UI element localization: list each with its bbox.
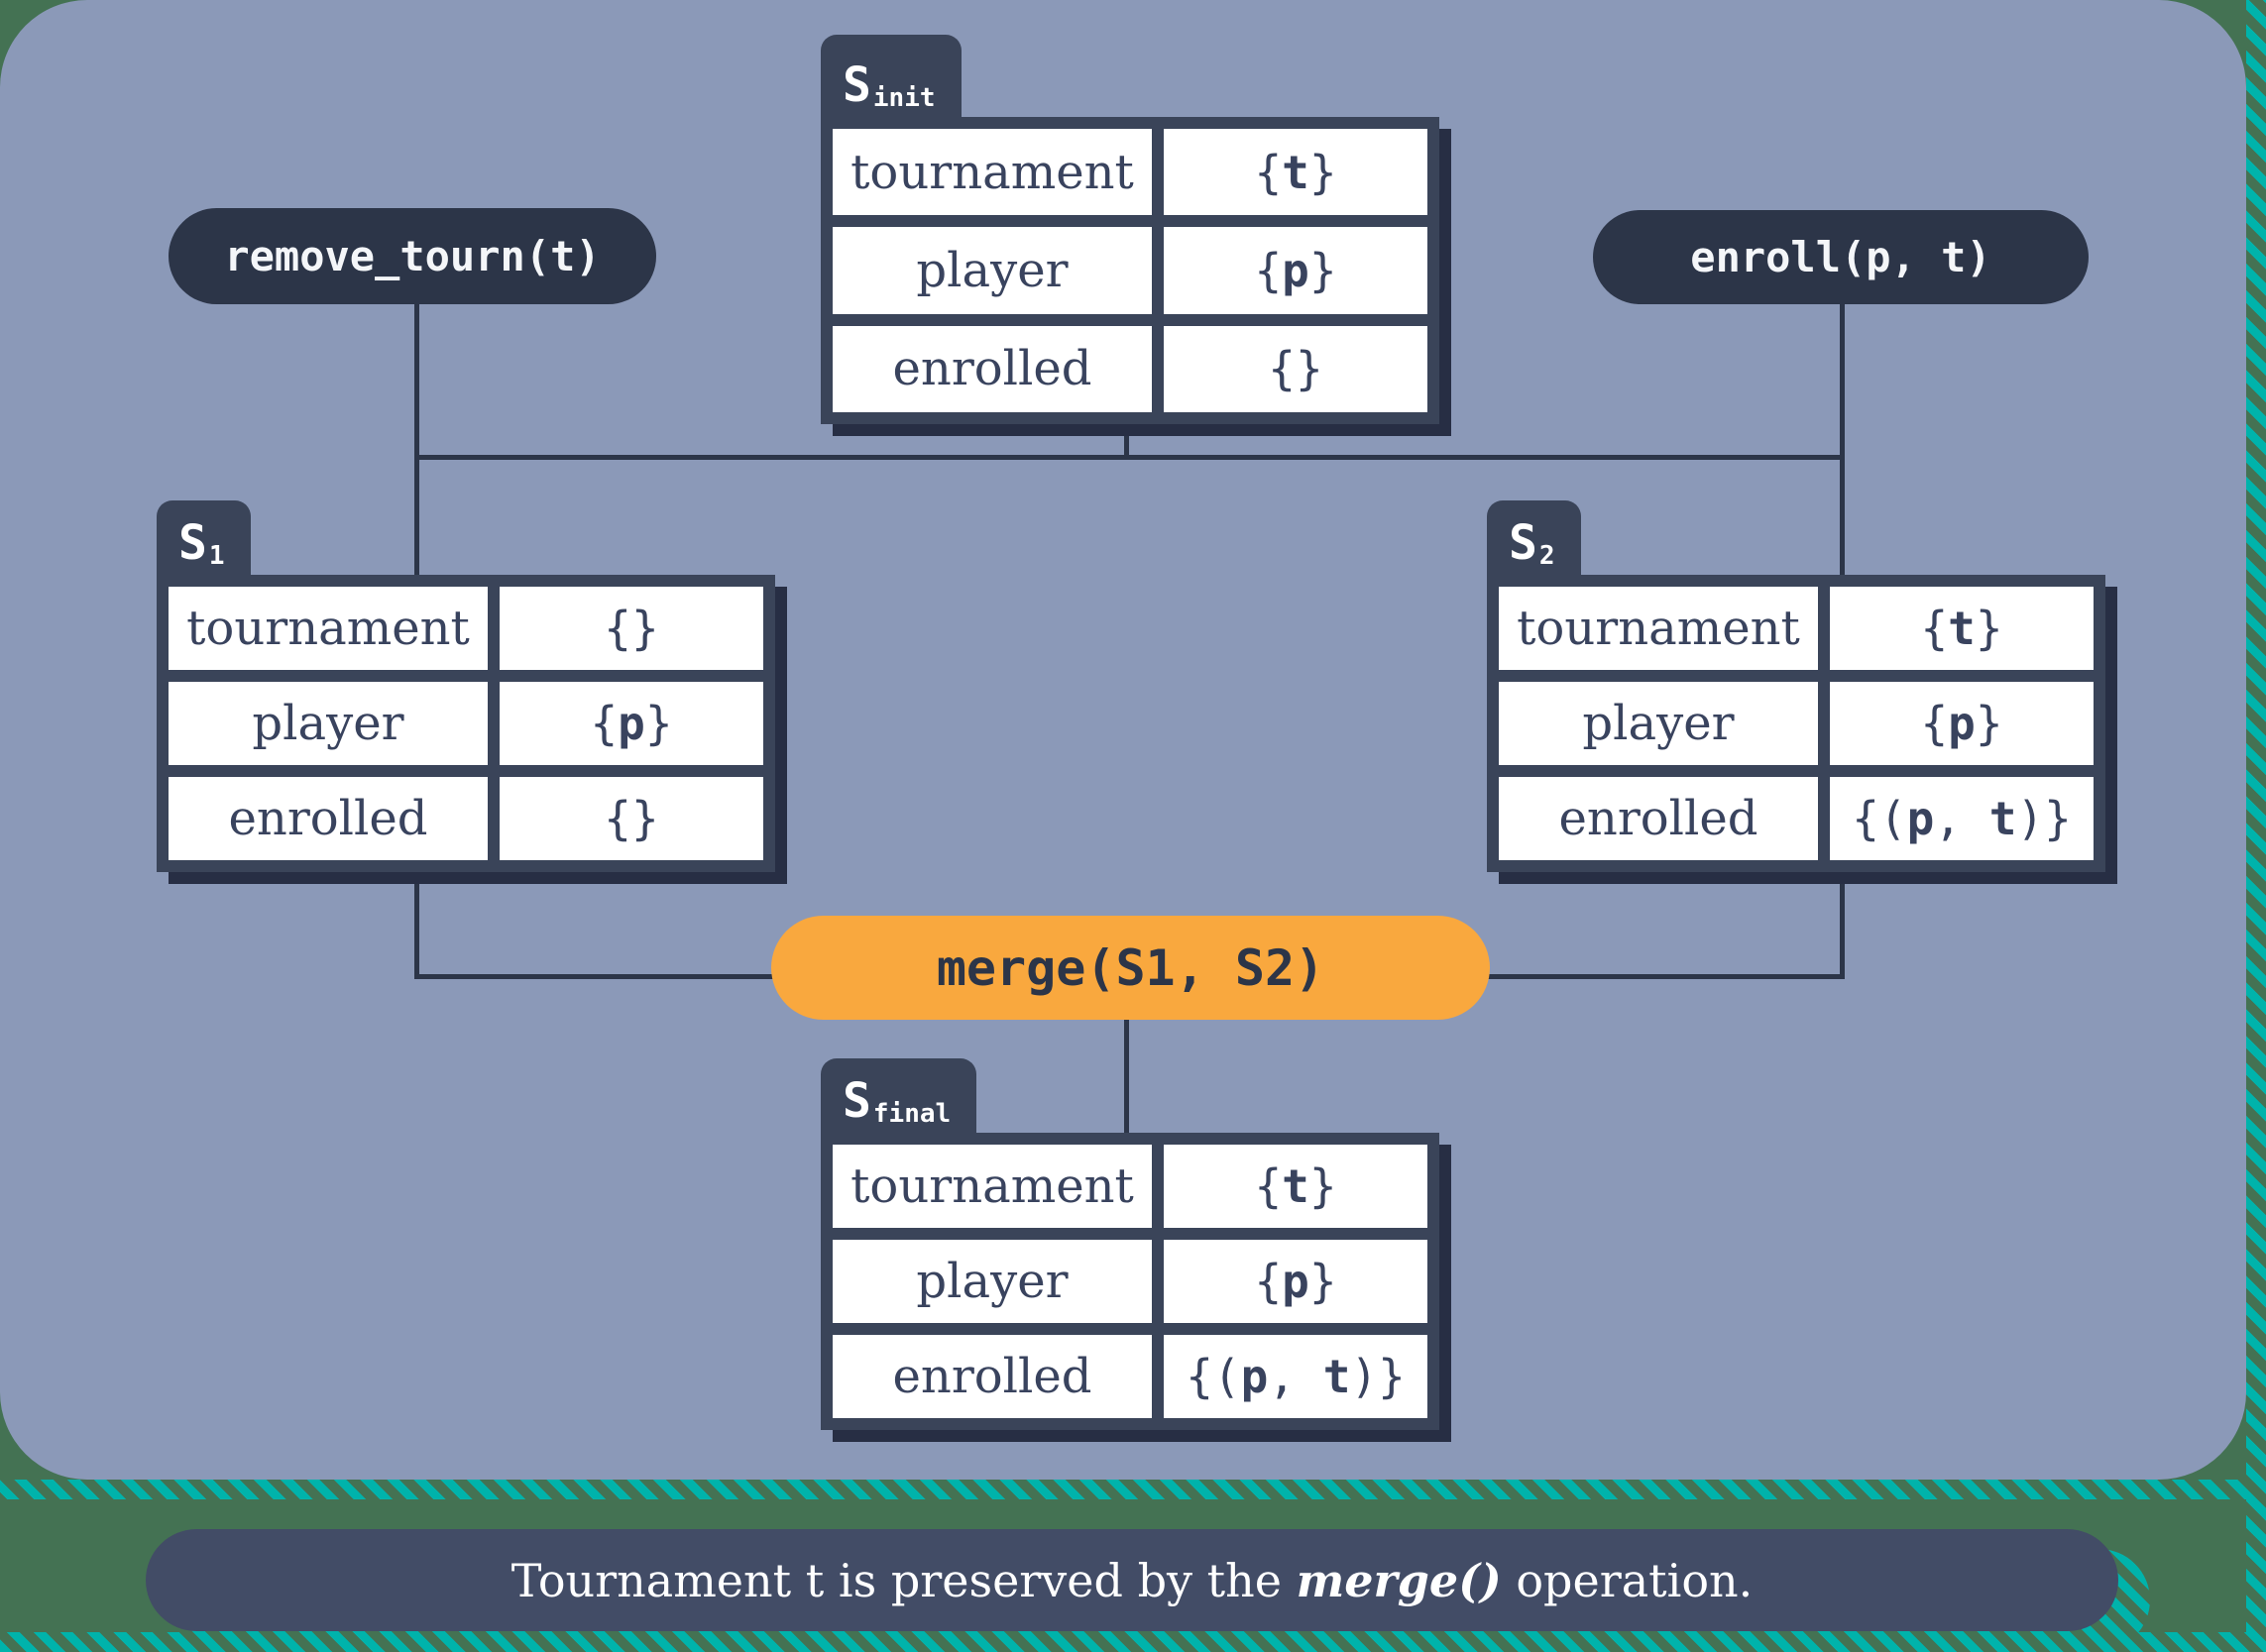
table-row-value: {t} — [1164, 1145, 1427, 1228]
table-row-value: {} — [500, 777, 763, 860]
s1-tab-subscript: 1 — [208, 541, 225, 571]
table-row-label: tournament — [833, 129, 1152, 216]
text-segment: } — [1308, 1255, 1337, 1308]
caption-bar: Tournament t is preserved by the merge()… — [146, 1529, 2118, 1631]
text-segment: { — [1254, 1255, 1283, 1308]
text-segment: {( — [1186, 1350, 1241, 1403]
text-segment: } — [1975, 602, 2003, 655]
text-segment: {} — [604, 602, 659, 655]
s-init-table: tournament{t}player{p}enrolled{} — [821, 117, 1439, 424]
text-segment: t — [1322, 1350, 1351, 1403]
merge-pill: merge(S1, S2) — [771, 916, 1490, 1020]
text-segment: {} — [604, 792, 659, 845]
table-row-label: enrolled — [833, 325, 1152, 412]
text-segment: {} — [1268, 342, 1323, 396]
s2-tab-subscript: 2 — [1538, 541, 1555, 571]
table-row-label: enrolled — [1499, 777, 1818, 860]
table-row-value: {p} — [500, 682, 763, 765]
text-segment: t — [1282, 1159, 1309, 1213]
table-row-value: {(p, t)} — [1164, 1335, 1427, 1418]
text-segment: )} — [1350, 1350, 1406, 1403]
table-row-value: {(p, t)} — [1830, 777, 2094, 860]
table-row-value: {p} — [1164, 1240, 1427, 1323]
connector-trunk-horizontal — [414, 455, 1845, 460]
text-segment: { — [1920, 602, 1949, 655]
text-segment: { — [590, 697, 619, 750]
connector-merge-right — [1457, 974, 1845, 979]
text-segment: { — [1254, 145, 1283, 199]
striped-border-under-panel — [0, 1480, 2266, 1499]
table-row-label: tournament — [1499, 587, 1818, 670]
text-segment: )} — [2016, 792, 2072, 845]
text-segment: t — [1282, 145, 1309, 199]
s-init-tab-subscript: init — [872, 83, 936, 113]
text-segment: } — [1975, 697, 2003, 750]
table-row-value: {t} — [1830, 587, 2094, 670]
s1-tab: S 1 — [157, 500, 251, 575]
text-segment: } — [644, 697, 673, 750]
text-segment: { — [1254, 243, 1283, 297]
text-segment: } — [1308, 243, 1337, 297]
s1-table: tournament{}player{p}enrolled{} — [157, 575, 775, 872]
s-init-tab-base: S — [843, 57, 871, 113]
s-final-table: tournament{t}player{p}enrolled{(p, t)} — [821, 1133, 1439, 1430]
table-row-value: {t} — [1164, 129, 1427, 216]
merge-pill-label: merge(S1, S2) — [936, 938, 1325, 997]
text-segment: { — [1254, 1159, 1283, 1213]
text-segment: p — [1948, 697, 1976, 750]
enroll-pill: enroll(p, t) — [1593, 210, 2089, 304]
s-init-tab: S init — [821, 35, 962, 117]
remove-tourn-pill-label: remove_tourn(t) — [224, 232, 601, 280]
table-row-label: enrolled — [833, 1335, 1152, 1418]
connector-merge-left — [414, 974, 811, 979]
s-final-tab: S final — [821, 1058, 977, 1133]
text-segment: { — [1920, 697, 1949, 750]
table-row-label: player — [1499, 682, 1818, 765]
remove-tourn-pill: remove_tourn(t) — [169, 208, 656, 304]
text-segment: } — [1308, 145, 1337, 199]
table-row-value: {p} — [1830, 682, 2094, 765]
text-segment: operation. — [1501, 1553, 1754, 1607]
text-segment: p — [1906, 792, 1935, 845]
text-segment: } — [1308, 1159, 1337, 1213]
striped-border-right — [2246, 0, 2266, 1652]
table-row-label: player — [833, 227, 1152, 314]
text-segment: p — [1282, 243, 1309, 297]
text-segment: , — [1934, 792, 1989, 845]
text-segment: t — [1948, 602, 1976, 655]
table-row-value: {p} — [1164, 227, 1427, 314]
text-segment: p — [618, 697, 645, 750]
s-final-tab-base: S — [843, 1073, 871, 1129]
connector-merge-drop — [1124, 1011, 1129, 1137]
text-segment: Tournament t is preserved by the — [510, 1553, 1297, 1607]
text-segment: p — [1240, 1350, 1269, 1403]
connector-sinit-stub — [1124, 426, 1129, 460]
text-segment: t — [1988, 792, 2017, 845]
table-row-value: {} — [500, 587, 763, 670]
text-segment: , — [1268, 1350, 1323, 1403]
table-row-value: {} — [1164, 325, 1427, 412]
enroll-pill-label: enroll(p, t) — [1690, 233, 1991, 281]
s2-tab: S 2 — [1487, 500, 1581, 575]
table-row-label: player — [833, 1240, 1152, 1323]
table-row-label: tournament — [169, 587, 488, 670]
main-panel: remove_tourn(t) enroll(p, t) merge(S1, S… — [0, 0, 2246, 1480]
text-segment: p — [1282, 1255, 1309, 1308]
text-segment: merge() — [1296, 1553, 1502, 1607]
caption-text: Tournament t is preserved by the merge()… — [511, 1554, 1754, 1607]
s-final-tab-subscript: final — [872, 1099, 952, 1129]
table-row-label: player — [169, 682, 488, 765]
s2-table: tournament{t}player{p}enrolled{(p, t)} — [1487, 575, 2105, 872]
text-segment: {( — [1852, 792, 1907, 845]
s2-tab-base: S — [1509, 515, 1537, 571]
table-row-label: enrolled — [169, 777, 488, 860]
table-row-label: tournament — [833, 1145, 1152, 1228]
s1-tab-base: S — [178, 515, 207, 571]
